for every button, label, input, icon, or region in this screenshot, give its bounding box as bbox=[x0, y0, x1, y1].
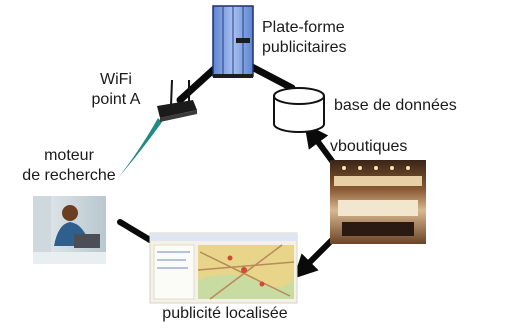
wifi-label-line2: point A bbox=[91, 91, 141, 108]
database-label: base de données bbox=[334, 97, 457, 114]
wifi-label: WiFi point A bbox=[84, 70, 148, 110]
search-engine-label-line2: de recherche bbox=[22, 167, 116, 184]
wireless-link-stroke bbox=[118, 118, 162, 178]
storefront-photo bbox=[330, 160, 426, 244]
link-search-to-ad bbox=[117, 219, 153, 243]
street-map-screenshot bbox=[149, 232, 298, 304]
wifi-router-icon bbox=[157, 79, 197, 122]
search-engine-label: moteur de recherche bbox=[6, 146, 132, 186]
ad-platform-label-line1: Plate-forme bbox=[262, 19, 345, 36]
wifi-label-line1: WiFi bbox=[100, 71, 132, 88]
ad-platform-label-line2: publicitaires bbox=[262, 39, 347, 56]
localized-ad-label: publicité localisée bbox=[162, 305, 288, 322]
link-server-to-database bbox=[246, 62, 296, 92]
arrow-vboutiques-to-database bbox=[304, 123, 338, 167]
server-rack-icon bbox=[212, 5, 254, 78]
ad-platform-label: Plate-forme publicitaires bbox=[262, 18, 346, 58]
vboutiques-label: vboutiques bbox=[330, 138, 408, 155]
database-cylinder-icon bbox=[273, 87, 325, 133]
person-at-laptop-photo bbox=[33, 196, 106, 264]
search-engine-label-line1: moteur bbox=[44, 147, 94, 164]
